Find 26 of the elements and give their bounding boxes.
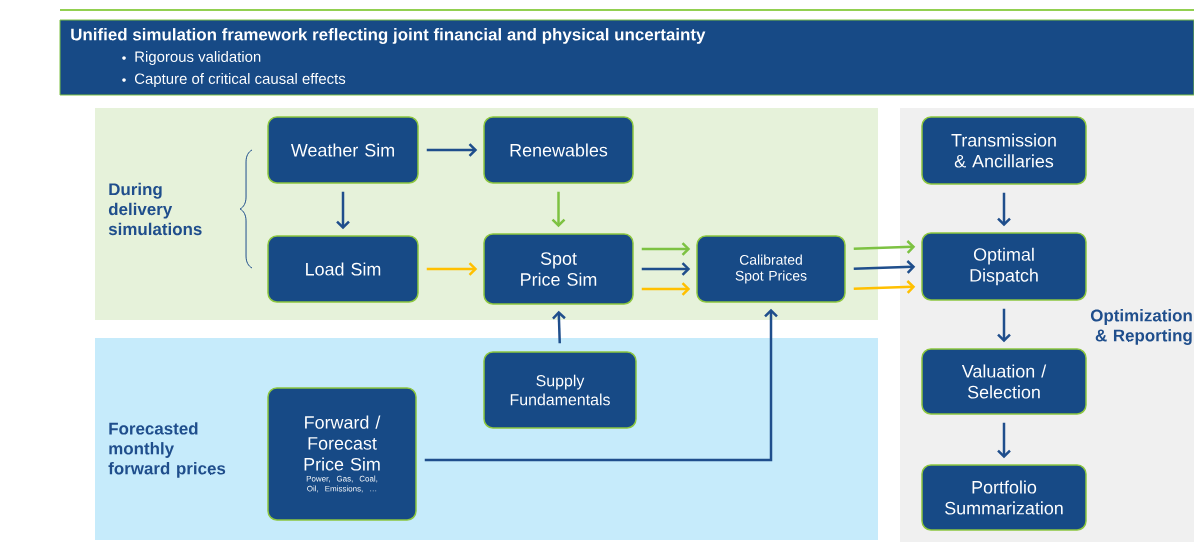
process-box: Weather Sim: [267, 116, 419, 184]
arrow: [641, 282, 691, 296]
process-box: Supply Fundamentals: [483, 351, 637, 429]
arrow: [997, 308, 1011, 343]
arrow: [424, 308, 778, 462]
process-box: Load Sim: [267, 235, 419, 303]
arrow: [997, 422, 1011, 459]
arrow: [426, 262, 478, 276]
arrow: [853, 240, 916, 254]
process-box: Portfolio Summarization: [921, 464, 1087, 531]
arrow: [426, 143, 478, 157]
arrow: [336, 191, 350, 230]
process-box: Transmission & Ancillaries: [921, 116, 1087, 185]
process-box: Calibrated Spot Prices: [696, 235, 846, 303]
arrow: [997, 192, 1011, 227]
process-box: Renewables: [483, 116, 634, 184]
arrow: [853, 260, 916, 274]
arrow: [641, 242, 691, 256]
arrow: [853, 280, 916, 294]
arrow: [551, 191, 566, 228]
arrow: [641, 262, 691, 276]
process-box: Optimal Dispatch: [921, 232, 1087, 301]
arrow: [552, 310, 566, 344]
banner: Unified simulation framework reflecting joint financial and physical uncertainty Rigorous validation Capture of critical causal effects: [59, 19, 1194, 96]
process-box: Spot Price Sim: [483, 233, 634, 305]
process-box: Valuation / Selection: [921, 348, 1087, 415]
